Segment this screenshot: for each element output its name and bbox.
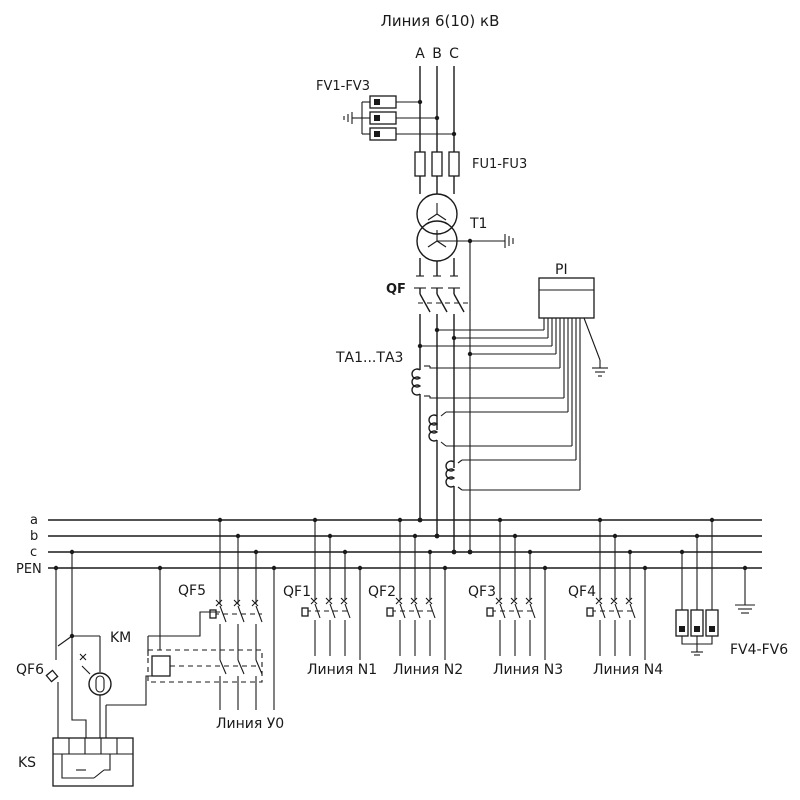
phase-label-b: B	[432, 46, 442, 62]
qf-main-label: QF	[386, 282, 406, 297]
km-label: KM	[110, 630, 131, 646]
control-circuit	[45, 549, 220, 738]
qf6-label: QF6	[16, 662, 44, 678]
ks-relay	[52, 737, 134, 787]
hv-phase-lines	[419, 66, 455, 194]
meter	[538, 277, 608, 377]
line-n1-label: Линия N1	[307, 662, 377, 678]
bus-label-b: b	[30, 529, 38, 544]
busbars	[48, 517, 762, 569]
fv-bottom-label: FV4-FV6	[730, 642, 788, 658]
fuses	[414, 151, 460, 177]
ct-label: ТА1...ТА3	[335, 350, 403, 366]
qf1-label: QF1	[283, 584, 311, 600]
qf2-label: QF2	[368, 584, 396, 600]
feeder-qf1	[301, 517, 363, 660]
pen-ground	[735, 565, 755, 614]
bus-label-pen: PEN	[16, 562, 42, 577]
current-transformers	[411, 368, 456, 552]
ks-label: KS	[18, 755, 36, 771]
transformer	[416, 193, 514, 552]
meter-wiring	[417, 318, 581, 491]
lv-leads	[416, 258, 458, 277]
line-n4-label: Линия N4	[593, 662, 663, 678]
meter-label: PI	[555, 262, 568, 278]
line-n3-label: Линия N3	[493, 662, 563, 678]
bus-label-c: c	[30, 545, 37, 560]
transformer-label: T1	[469, 216, 487, 232]
feeder-qf2	[386, 517, 448, 660]
phase-label-a: A	[415, 46, 425, 62]
qf5-label: QF5	[178, 583, 206, 599]
surge-arresters-top	[343, 95, 457, 141]
fu-label: FU1-FU3	[472, 157, 527, 172]
phase-label-c: C	[449, 46, 459, 62]
feeder-qf4	[586, 517, 648, 660]
surge-arresters-bottom	[675, 517, 719, 656]
diagram-title: Линия 6(10) кВ	[381, 12, 500, 30]
feeder-qf5	[147, 517, 277, 710]
qf4-label: QF4	[568, 584, 596, 600]
bus-label-a: a	[30, 513, 38, 528]
fv-top-label: FV1-FV3	[316, 79, 370, 94]
main-breaker	[414, 287, 470, 468]
line-y0-label: Линия У0	[216, 716, 284, 732]
feeder-qf3	[486, 517, 548, 660]
qf3-label: QF3	[468, 584, 496, 600]
line-n2-label: Линия N2	[393, 662, 463, 678]
